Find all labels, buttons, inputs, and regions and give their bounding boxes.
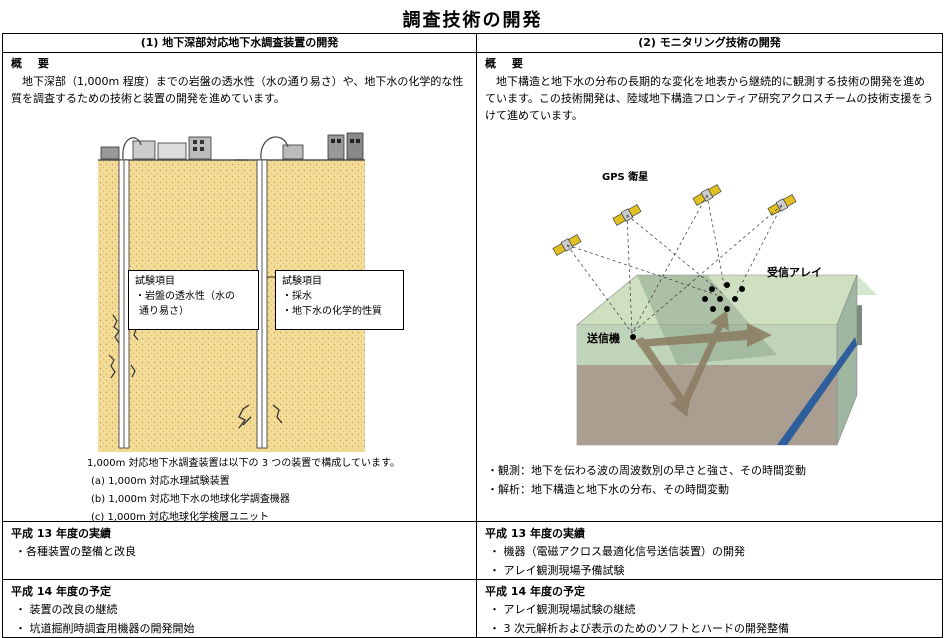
composition-item-c: (c) 1,000m 対応地球化学検層ユニット [91, 512, 270, 523]
test-items-box-2: 試験項目 ・採水 ・地下水の化学的性質 [275, 270, 404, 330]
test-item-chemistry: ・地下水の化学的性質 [282, 306, 382, 317]
wave-arrows [635, 310, 772, 417]
test-items-title-1: 試験項目 [135, 276, 175, 287]
left-results-cell: 平成 13 年度の実績 ・各種装置の整備と改良 [2, 521, 477, 580]
borehole-diagram [98, 132, 365, 452]
main-table: (1) 地下深部対応地下水調査装置の開発 (2) モニタリング技術の開発 概 要… [2, 33, 943, 638]
test-item-sampling: ・採水 [282, 291, 312, 302]
left-overview-cell: 概 要 地下深部（1,000m 程度）までの岩盤の透水性（水の通り易さ）や、地下… [2, 52, 477, 523]
page-title: 調査技術の開発 [402, 10, 543, 31]
right-results-item-2: ・ アレイ観測現場予備試験 [489, 564, 625, 577]
right-plan-cell: 平成 14 年度の予定 ・ アレイ観測現場試験の継続 ・ 3 次元解析および表示… [476, 579, 943, 638]
test-item-permeability-cont: 通り易さ） [139, 306, 189, 317]
left-overview-label: 概 要 [11, 57, 55, 70]
composition-item-b: (b) 1,000m 対応地下水の地球化学調査機器 [91, 494, 290, 505]
surface-equipment-1 [100, 136, 212, 160]
left-column-header: (1) 地下深部対応地下水調査装置の開発 [2, 33, 477, 53]
receiver-array [702, 282, 745, 312]
observation-line: ・観測：地下を伝わる波の周波数別の早さと強さ、その時間変動 [487, 464, 806, 477]
right-plan-item-2: ・ 3 次元解析および表示のためのソフトとハードの開発整備 [489, 622, 789, 635]
surface-equipment-2 [260, 132, 364, 160]
right-overview-text: 地下構造と地下水の分布の長期的な変化を地表から継続的に観測する技術の開発を進めて… [485, 75, 934, 122]
left-results-title: 平成 13 年度の実績 [11, 527, 111, 540]
gps-satellite-label: GPS 衛星 [602, 170, 648, 183]
composition-item-a: (a) 1,000m 対応水理試験装置 [91, 476, 230, 487]
left-plan-item-2: ・ 坑道掘削時調査用機器の開発開始 [15, 622, 195, 635]
ground-block [576, 274, 877, 446]
right-overview-label: 概 要 [485, 57, 529, 70]
composition-list: 1,000m 対応地下水調査装置は以下の 3 つの装置で構成しています。 (a)… [87, 455, 400, 527]
test-items-box-1: 試験項目 ・岩盤の透水性（水の 通り易さ） [128, 270, 259, 330]
right-plan-item-1: ・ アレイ観測現場試験の継続 [489, 603, 636, 616]
analysis-line: ・解析：地下構造と地下水の分布、その時間変動 [487, 483, 729, 496]
right-results-item-1: ・ 機器（電磁アクロス最適化信号送信装置）の開発 [489, 545, 745, 558]
transmitter-label: 送信機 [586, 331, 620, 345]
receiver-array-label: 受信アレイ [767, 265, 822, 279]
test-item-permeability: ・岩盤の透水性（水の [135, 291, 235, 302]
left-plan-title: 平成 14 年度の予定 [11, 585, 111, 598]
right-results-cell: 平成 13 年度の実績 ・ 機器（電磁アクロス最適化信号送信装置）の開発 ・ ア… [476, 521, 943, 580]
left-results-item: ・各種装置の整備と改良 [15, 545, 136, 558]
left-overview-text: 地下深部（1,000m 程度）までの岩盤の透水性（水の通り易さ）や、地下水の化学… [11, 75, 464, 105]
left-plan-item-1: ・ 装置の改良の継続 [15, 603, 118, 616]
observation-notes: ・観測：地下を伝わる波の周波数別の早さと強さ、その時間変動 ・解析：地下構造と地… [487, 461, 806, 499]
monitoring-diagram: GPS 衛星 [552, 170, 877, 446]
transmitter-dot [630, 334, 636, 340]
test-items-title-2: 試験項目 [282, 276, 322, 287]
gps-satellite-icon [552, 184, 797, 256]
right-plan-title: 平成 14 年度の予定 [485, 585, 585, 598]
left-plan-cell: 平成 14 年度の予定 ・ 装置の改良の継続 ・ 坑道掘削時調査用機器の開発開始 [2, 579, 477, 638]
signal-paths [566, 194, 783, 334]
right-overview-cell: 概 要 地下構造と地下水の分布の長期的な変化を地表から継続的に観測する技術の開発… [476, 52, 943, 522]
right-column-header: (2) モニタリング技術の開発 [476, 33, 943, 53]
right-results-title: 平成 13 年度の実績 [485, 527, 585, 540]
composition-intro: 1,000m 対応地下水調査装置は以下の 3 つの装置で構成しています。 [87, 458, 400, 469]
